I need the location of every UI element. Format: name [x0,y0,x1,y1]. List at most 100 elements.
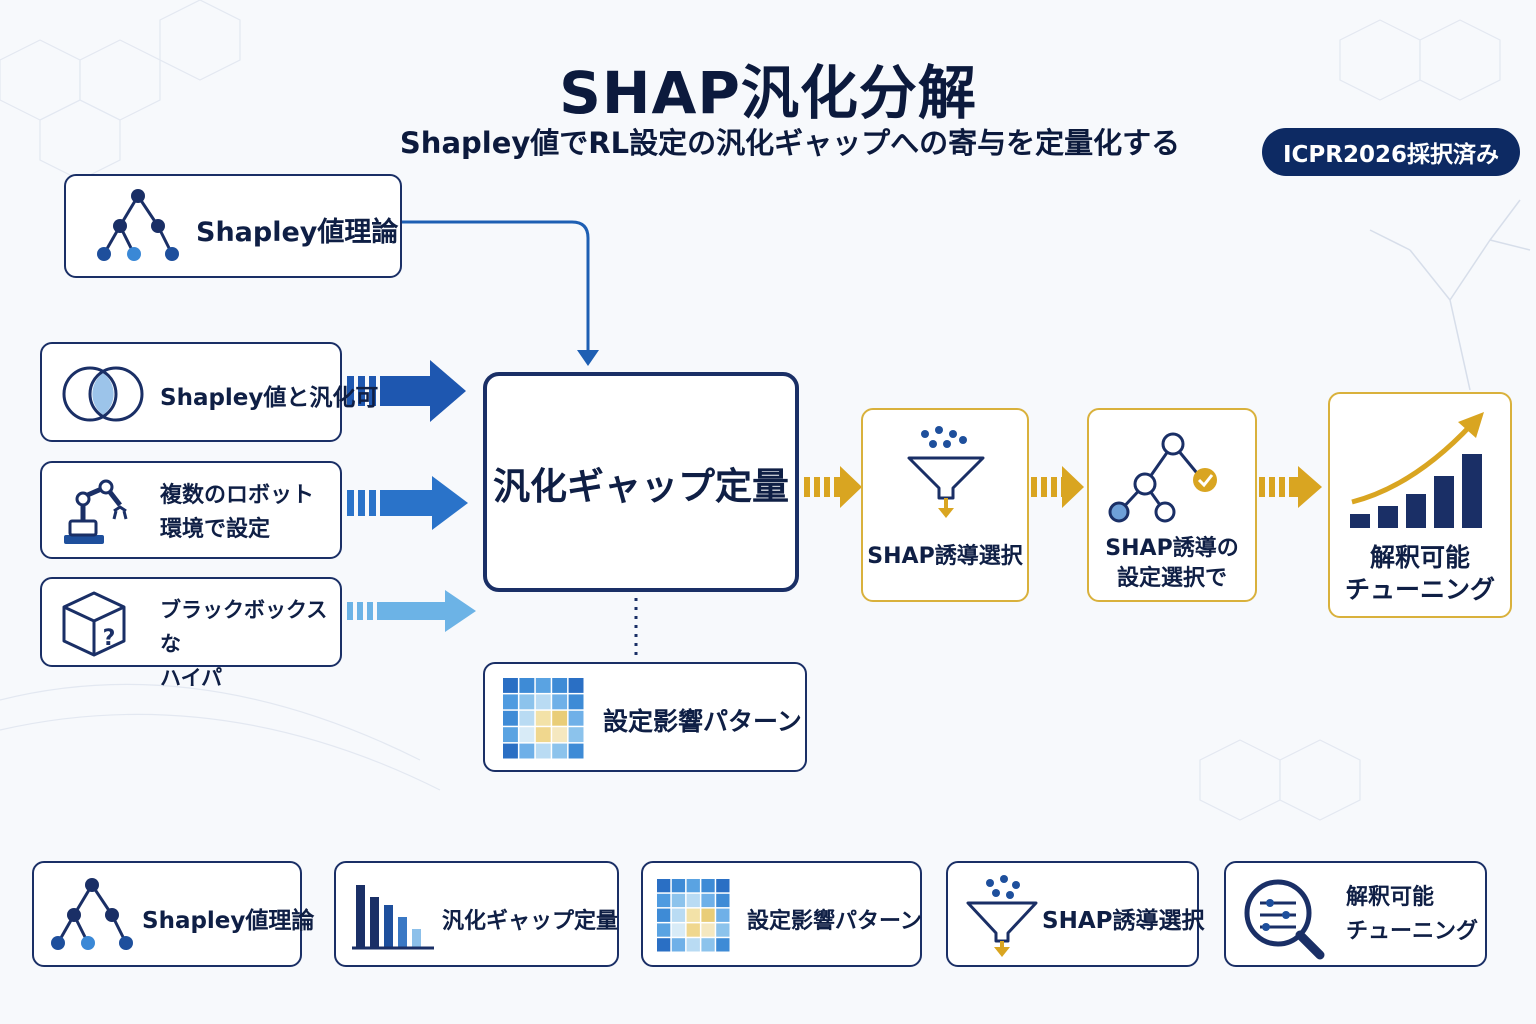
input-box-blackbox-hyperparams[interactable]: ? ブラックボックスな ハイパ [40,577,342,690]
pipeline-box-shap-selection[interactable]: SHAP誘導選択 [861,408,1029,602]
pipeline-label-3-line1: 解釈可能 [1369,543,1470,572]
legend-item-interpretable-tuning[interactable]: 解釈可能 チューニング [1224,861,1487,967]
pipeline-arrow-2 [1031,466,1084,508]
heatmap-cell [552,743,568,759]
heatmap-cell [568,710,584,726]
input-label-1: Shapley値と汎化可 [160,385,379,411]
heatmap-cell [716,923,730,937]
heatmap-cell [701,879,715,893]
generalization-gap-box[interactable]: 汎化ギャップ定量 [483,372,799,592]
input-arrow-3 [347,590,476,632]
input-label-3-line1: ブラックボックスな [160,598,328,656]
heatmap-cell [716,938,730,952]
heatmap-cell [657,893,671,908]
theory-to-center-arrow [402,220,590,352]
heatmap-cell [671,923,686,937]
heatmap-cell [701,923,715,937]
pipeline-box-shap-guided-config[interactable]: SHAP誘導の 設定選択で [1087,408,1257,602]
pipeline-label-1: SHAP誘導選択 [867,544,1023,569]
heatmap-cell [519,727,535,743]
heatmap-cell [686,923,700,937]
heatmap-cell [568,694,584,710]
funnel-icon [907,426,985,518]
heatmap-cell [686,879,700,893]
pipeline-arrow-1 [804,466,862,508]
theory-arrow-head [577,350,599,366]
heatmap-cell [716,893,730,908]
robot-arm-icon [64,479,128,544]
heatmap-cell [519,743,535,759]
svg-text:?: ? [103,626,116,651]
input-label-3-line2: ハイパ [160,666,223,690]
heatmap-cell [686,893,700,908]
heatmap-cell [657,908,671,922]
heatmap-cell [535,727,551,743]
heatmap-cell [568,743,584,759]
heatmap-cell [535,678,551,693]
legend-label-3: 設定影響パターン [747,909,922,934]
theory-box[interactable]: Shapley値理論 [64,174,402,278]
input-label-2: 複数のロボット 環境で設定 [160,479,314,547]
heatmap-cell [503,694,518,710]
magnifier-sliders-icon [1244,879,1325,960]
pipeline-label-2-line1: SHAP誘導の [1105,536,1239,561]
heatmap-cell [716,879,730,893]
venn-diagram-icon [62,366,144,422]
legend-item-config-pattern[interactable]: 設定影響パターン [641,861,922,967]
acceptance-badge: ICPR2026採択済み [1262,128,1520,176]
legend-item-shapley-theory[interactable]: Shapley値理論 [32,861,314,967]
bar-chart-icon [352,885,434,950]
input-box-shapley-generalization[interactable]: Shapley値と汎化可 [40,342,378,442]
pipeline-label-2: SHAP誘導の 設定選択で [1089,534,1255,594]
heatmap-cell [519,678,535,693]
pipeline-box-interpretable-tuning[interactable]: 解釈可能 チューニング [1328,392,1512,618]
center-label: 汎化ギャップ定量 [493,465,789,508]
legend-label-5-line1: 解釈可能 [1346,885,1435,910]
legend-item-generalization-gap[interactable]: 汎化ギャップ定量 [334,861,619,967]
heatmap-cell [671,879,686,893]
input-arrow-1 [347,360,466,422]
input-label-2-line2: 環境で設定 [160,517,271,542]
heatmap-cell [552,710,568,726]
legend-label-5-line2: チューニング [1346,919,1479,944]
page-subtitle: Shapley値でRL設定の汎化ギャップへの寄与を定量化する [399,126,1181,160]
heatmap-cell [503,727,518,743]
heatmap-cell [503,678,518,693]
heatmap-cell [519,694,535,710]
legend-label-4: SHAP誘導選択 [1042,908,1205,934]
pipeline-arrow-3 [1259,466,1322,508]
heatmap-cell [535,710,551,726]
tree-check-icon [1108,432,1217,523]
input-label-2-line1: 複数のロボット [160,483,315,508]
funnel-icon [966,875,1038,957]
heatmap-cell [568,727,584,743]
input-arrow-2 [347,476,468,530]
heatmap-cell [686,908,700,922]
heatmap-cell [657,879,671,893]
heatmap-cell [701,908,715,922]
tree-network-icon [51,878,133,950]
heatmap-cell [671,908,686,922]
legend-item-shap-selection[interactable]: SHAP誘導選択 [946,861,1204,967]
pipeline-label-3: 解釈可能 チューニング [1330,542,1510,606]
legend-label-2: 汎化ギャップ定量 [442,909,619,934]
heatmap-cell [701,938,715,952]
heatmap-cell [686,938,700,952]
heatmap-cell [552,727,568,743]
legend-label-5: 解釈可能 チューニング [1346,881,1478,949]
legend-label-1: Shapley値理論 [142,908,315,934]
heatmap-cell [535,694,551,710]
pattern-label: 設定影響パターン [603,707,802,736]
pipeline-label-3-line2: チューニング [1344,575,1495,604]
heatmap-cell [535,743,551,759]
pattern-box[interactable]: 設定影響パターン [483,662,807,772]
pipeline-label-2-line2: 設定選択で [1116,566,1227,591]
tree-network-icon [97,189,179,261]
input-box-robot-env[interactable]: 複数のロボット 環境で設定 [40,461,342,559]
theory-label: Shapley値理論 [196,217,399,248]
growth-chart-icon [1350,412,1484,528]
heatmap-cell [716,908,730,922]
heatmap-cell [503,743,518,759]
